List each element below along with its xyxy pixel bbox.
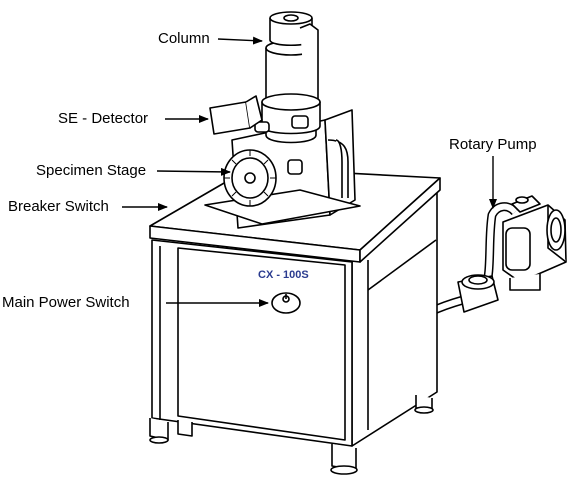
column-arrow	[217, 36, 263, 45]
column-assembly	[204, 11, 361, 229]
label-se-detector: SE - Detector	[58, 110, 149, 127]
cabinet	[149, 167, 441, 475]
label-column: Column	[158, 30, 210, 47]
specimen-stage-arrow	[156, 167, 231, 176]
label-specimen-stage: Specimen Stage	[36, 162, 147, 179]
label-rotary-pump: Rotary Pump	[449, 136, 537, 153]
label-breaker-switch: Breaker Switch	[8, 198, 109, 215]
main-power-switch	[271, 292, 301, 314]
model-panel-text: CX - 100S	[258, 269, 309, 281]
label-main-power-switch: Main Power Switch	[2, 294, 130, 311]
stage-ticks	[224, 150, 276, 206]
se-detector	[209, 101, 251, 135]
rotary-pump	[428, 195, 567, 317]
